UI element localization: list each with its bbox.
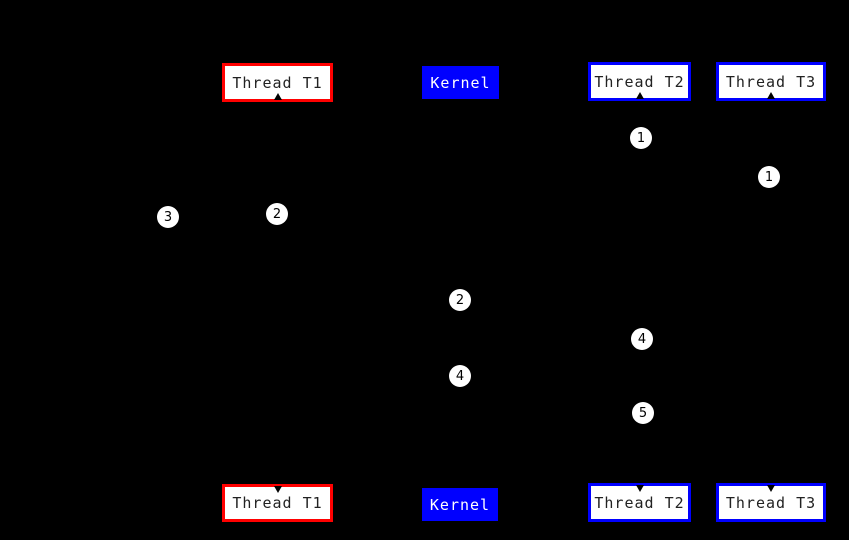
thread-t3-bottom-label: Thread T3 (725, 493, 817, 512)
step-marker-4: 4 (449, 365, 471, 387)
kernel-bottom-box: Kernel (422, 488, 498, 521)
thread-t1-top-label: Thread T1 (232, 73, 323, 92)
thread-t2-top-box: Thread T2 (588, 62, 691, 101)
step-marker-2: 2 (266, 203, 288, 225)
connector-stub-icon (273, 486, 282, 493)
thread-t3-bottom-box: Thread T3 (716, 483, 826, 522)
thread-t1-top-box: Thread T1 (222, 63, 333, 102)
thread-t2-bottom-label: Thread T2 (594, 493, 685, 512)
kernel-bottom-label: Kernel (429, 495, 491, 514)
connector-stub-icon (273, 93, 282, 100)
kernel-top-label: Kernel (430, 73, 491, 92)
connector-stub-icon (767, 92, 775, 99)
step-marker-5: 5 (632, 402, 654, 424)
thread-t3-top-box: Thread T3 (716, 62, 826, 101)
thread-t2-top-label: Thread T2 (594, 72, 685, 91)
thread-t1-bottom-box: Thread T1 (222, 484, 333, 522)
step-marker-1: 1 (630, 127, 652, 149)
thread-t1-bottom-label: Thread T1 (232, 494, 323, 512)
connector-stub-icon (635, 92, 644, 99)
step-marker-1: 1 (758, 166, 780, 188)
connector-stub-icon (635, 485, 644, 492)
step-marker-4: 4 (631, 328, 653, 350)
thread-t2-bottom-box: Thread T2 (588, 483, 691, 522)
connector-stub-icon (767, 485, 775, 492)
step-marker-2: 2 (449, 289, 471, 311)
thread-t3-top-label: Thread T3 (725, 72, 817, 91)
kernel-top-box: Kernel (422, 66, 499, 99)
step-marker-3: 3 (157, 206, 179, 228)
